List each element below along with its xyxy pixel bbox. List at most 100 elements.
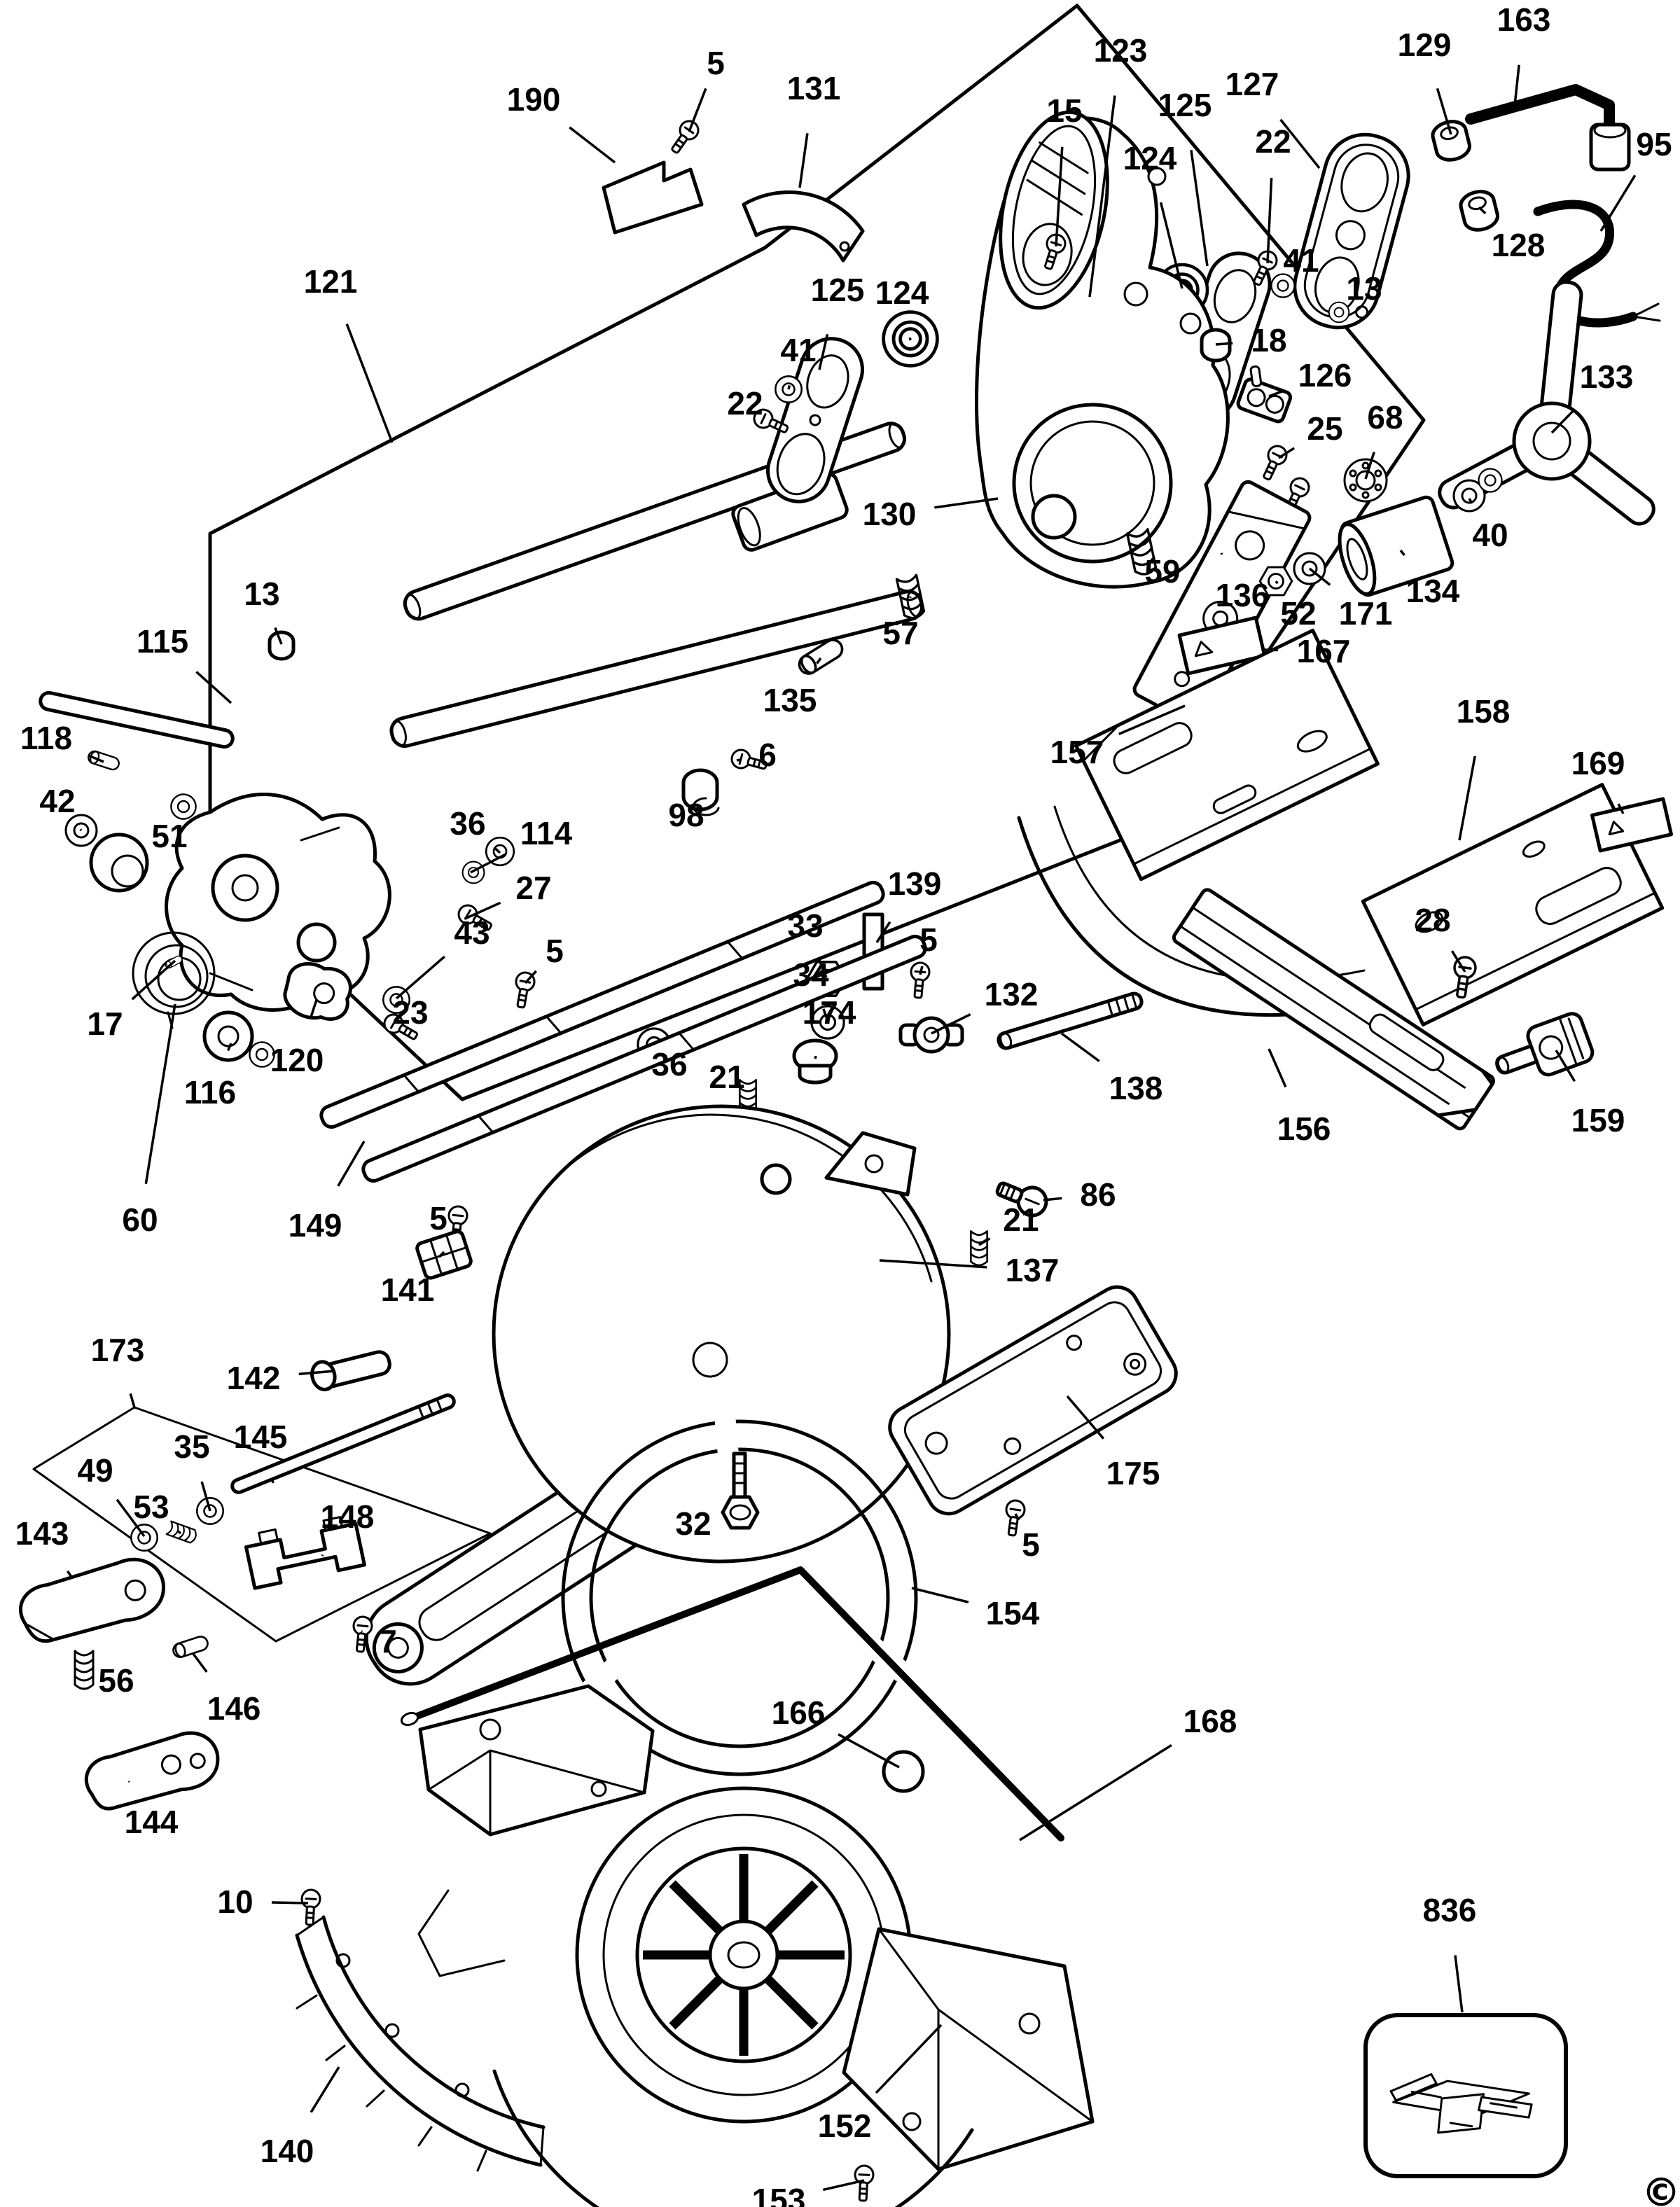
part-label-10: 10: [217, 1884, 253, 1920]
leader-line-142: [298, 1370, 335, 1376]
part-label-141: 141: [381, 1272, 435, 1308]
leader-line-153: [822, 2179, 865, 2192]
gasket-125-mid: [766, 337, 864, 503]
leader-line-33: [817, 959, 828, 978]
rod-145: [230, 1393, 456, 1494]
knob-174: [792, 1038, 838, 1085]
leader-line-95: [1599, 174, 1637, 232]
cap-129: [1430, 118, 1472, 163]
base-casting-152: [417, 1684, 1095, 2207]
leader-line-7: [361, 1630, 363, 1634]
rail-149b: [361, 934, 927, 1183]
part-label-173: 173: [91, 1332, 145, 1368]
bracket-148: [244, 1516, 366, 1590]
leader-line-10: [271, 1901, 309, 1905]
leader-line-159: [1555, 1050, 1576, 1082]
leader-line-25: [1278, 447, 1296, 459]
part-label-146: 146: [207, 1690, 261, 1727]
leader-line-120: [310, 999, 318, 1017]
part-label-143: 143: [15, 1515, 69, 1552]
toothed-arc-140: [295, 1915, 546, 2172]
part-label-175: 175: [1106, 1455, 1160, 1491]
part-label-95: 95: [1636, 126, 1672, 162]
leader-line-118: [88, 754, 104, 763]
part-label-157: 157: [1050, 734, 1104, 770]
lever-120: [283, 962, 352, 1021]
part-label-158: 158: [1457, 693, 1511, 730]
spring-53: [165, 1520, 199, 1545]
part-label-159: 159: [1571, 1102, 1625, 1139]
bolt-32: [721, 1451, 760, 1530]
leader-line-174: [814, 1055, 817, 1059]
clamp-126: [1236, 365, 1293, 424]
leader-line-36: [494, 847, 501, 854]
leader-line-124: [1159, 202, 1183, 289]
part-label-49: 49: [77, 1452, 113, 1489]
part-label-174: 174: [803, 994, 856, 1031]
screw-5-center: [908, 961, 931, 1000]
knob-159: [1495, 1012, 1595, 1077]
part-label-140: 140: [261, 2133, 314, 2169]
leader-line-836: [1454, 1955, 1464, 2013]
part-label-114: 114: [520, 815, 573, 851]
leader-line-175: [1066, 1395, 1105, 1440]
part-label-34: 34: [793, 956, 829, 993]
leader-line-123: [1088, 95, 1116, 298]
spring-21b: [969, 1230, 989, 1267]
part-label-86: 86: [1080, 1176, 1116, 1213]
part-label-153: 153: [752, 2182, 806, 2207]
part-label-15: 15: [1046, 92, 1082, 129]
leader-line-28: [1450, 950, 1466, 973]
part-label-124: 124: [1123, 140, 1177, 176]
leader-line-133: [1550, 408, 1576, 434]
leader-line-134: [1399, 549, 1405, 557]
kerf-plate-157: [1074, 628, 1380, 882]
part-label-125: 125: [1158, 87, 1212, 123]
leader-line-22: [1266, 177, 1273, 264]
part-label-148: 148: [321, 1498, 375, 1535]
leader-line-21: [978, 1237, 991, 1246]
leader-line-127: [1279, 118, 1321, 169]
part-label-6: 6: [758, 737, 777, 773]
leader-line-68: [1364, 452, 1375, 480]
leader-line-140: [310, 2066, 340, 2113]
leader-line-171: [1308, 567, 1331, 586]
leader-line-190: [569, 126, 616, 164]
spring-56: [74, 1650, 95, 1690]
wire-166-168: [400, 1566, 1064, 1842]
leader-line-163: [1513, 64, 1520, 113]
part-label-52: 52: [1280, 595, 1316, 632]
leader-line-52: [1275, 580, 1279, 585]
part-label-152: 152: [818, 2108, 872, 2144]
leader-line-18: [1215, 342, 1233, 346]
kerf-plate-158: [1361, 783, 1665, 1026]
part-label-166: 166: [772, 1694, 826, 1731]
part-label-135: 135: [763, 682, 817, 718]
part-label-35: 35: [174, 1428, 209, 1465]
part-label-115: 115: [137, 623, 188, 660]
leader-line-154: [911, 1587, 969, 1603]
part-label-5: 5: [546, 933, 564, 969]
part-label-5: 5: [429, 1200, 447, 1237]
part-label-190: 190: [507, 81, 561, 118]
warning-tag-167: [1177, 615, 1267, 676]
part-label-169: 169: [1571, 745, 1625, 781]
leader-line-131: [798, 133, 809, 188]
leader-line-158: [1458, 756, 1476, 841]
part-label-33: 33: [787, 907, 823, 944]
part-label-120: 120: [270, 1042, 324, 1078]
leader-line-43: [395, 955, 445, 1000]
washer-114: [461, 861, 485, 884]
leader-line-152: [875, 2024, 943, 2094]
clamp-98: [681, 768, 720, 816]
leader-line-138: [1060, 1032, 1100, 1062]
slide-rails: [389, 422, 924, 749]
carriage-bracket: [165, 793, 391, 1012]
leader-line-132: [931, 1013, 971, 1035]
arc-shim-131: [742, 190, 865, 263]
part-label-28: 28: [1415, 902, 1450, 938]
part-label-60: 60: [122, 1202, 158, 1238]
